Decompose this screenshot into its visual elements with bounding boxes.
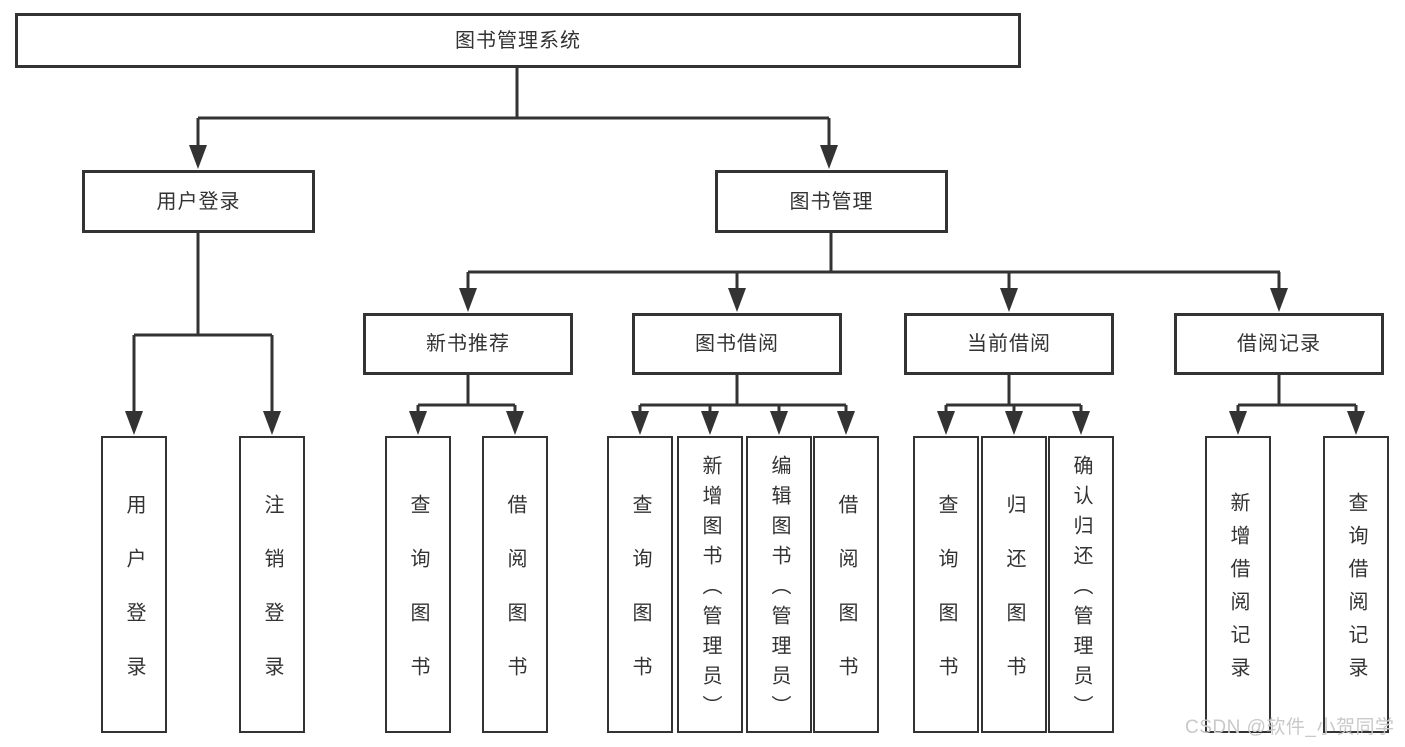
connector-current [944, 375, 1083, 413]
csdn-watermark: CSDN @软件_小贺同学 [1185, 717, 1395, 738]
leaf-label: 查询图书 [935, 493, 957, 710]
connector-recommend [416, 375, 517, 413]
arrowhead [1005, 411, 1023, 435]
connector-user-login [132, 233, 274, 414]
leaf-label: 查询图书 [407, 493, 429, 710]
leaf-recommend-borrow-books: 借阅图书 [482, 436, 548, 733]
node-label: 图书管理 [789, 190, 874, 213]
arrowhead [409, 411, 427, 435]
leaf-label: 确认归还（管理员） [1070, 454, 1092, 725]
leaf-current-return-books: 归还图书 [981, 436, 1047, 733]
arrowhead [189, 145, 207, 169]
arrowhead [459, 288, 477, 312]
node-label: 当前借阅 [967, 333, 1051, 355]
leaf-recommend-query-books: 查询图书 [385, 436, 451, 733]
arrowhead [1270, 288, 1288, 312]
leaf-borrowing-edit-book-admin: 编辑图书（管理员） [746, 436, 812, 733]
leaf-logout: 注销登录 [239, 436, 305, 733]
leaf-label: 借阅图书 [504, 493, 526, 710]
node-new-book-recommend: 新书推荐 [363, 313, 573, 375]
node-label: 图书管理系统 [455, 29, 581, 52]
arrowhead [631, 411, 649, 435]
node-user-login-module: 用户登录 [82, 170, 315, 233]
leaf-label: 新增图书（管理员） [699, 454, 721, 725]
arrowhead [1000, 288, 1018, 312]
leaf-label: 用户登录 [123, 493, 145, 710]
node-root-system: 图书管理系统 [15, 13, 1021, 68]
arrowhead [728, 288, 746, 312]
leaf-label: 编辑图书（管理员） [768, 454, 790, 725]
node-label: 用户登录 [156, 190, 241, 213]
arrowhead [770, 411, 788, 435]
leaf-label: 新增借阅记录 [1227, 492, 1249, 690]
node-book-management-module: 图书管理 [715, 170, 948, 233]
leaf-current-query-books: 查询图书 [913, 436, 979, 733]
leaf-label: 查询借阅记录 [1345, 492, 1367, 690]
arrowhead [937, 411, 955, 435]
connector-records [1236, 375, 1358, 413]
node-label: 图书借阅 [695, 333, 779, 355]
leaf-records-add-borrow-record: 新增借阅记录 [1205, 436, 1271, 733]
node-borrowing-records: 借阅记录 [1174, 313, 1384, 375]
connector-book-mgmt [466, 233, 1281, 290]
node-current-borrowing: 当前借阅 [904, 313, 1114, 375]
node-label: 借阅记录 [1237, 333, 1321, 355]
arrowhead [701, 411, 719, 435]
leaf-label: 注销登录 [261, 493, 283, 710]
arrowhead [1347, 411, 1365, 435]
arrowhead [837, 411, 855, 435]
arrowhead [263, 411, 281, 435]
arrowhead [1229, 411, 1247, 435]
leaf-records-query-borrow-record: 查询借阅记录 [1323, 436, 1389, 733]
leaf-borrowing-borrow-books: 借阅图书 [813, 436, 879, 733]
arrowhead [506, 411, 524, 435]
leaf-current-confirm-return-admin: 确认归还（管理员） [1048, 436, 1114, 733]
leaf-user-login: 用户登录 [101, 436, 167, 733]
leaf-borrowing-query-books: 查询图书 [607, 436, 673, 733]
arrowhead [125, 411, 143, 435]
node-label: 新书推荐 [426, 333, 510, 355]
leaf-label: 查询图书 [629, 493, 651, 710]
connector-borrow [638, 375, 848, 413]
node-book-borrowing: 图书借阅 [632, 313, 842, 375]
leaf-label: 归还图书 [1003, 493, 1025, 710]
connector-root [196, 68, 831, 150]
arrowhead [820, 145, 838, 169]
leaf-borrowing-add-book-admin: 新增图书（管理员） [677, 436, 743, 733]
leaf-label: 借阅图书 [835, 493, 857, 710]
arrowhead [1072, 411, 1090, 435]
